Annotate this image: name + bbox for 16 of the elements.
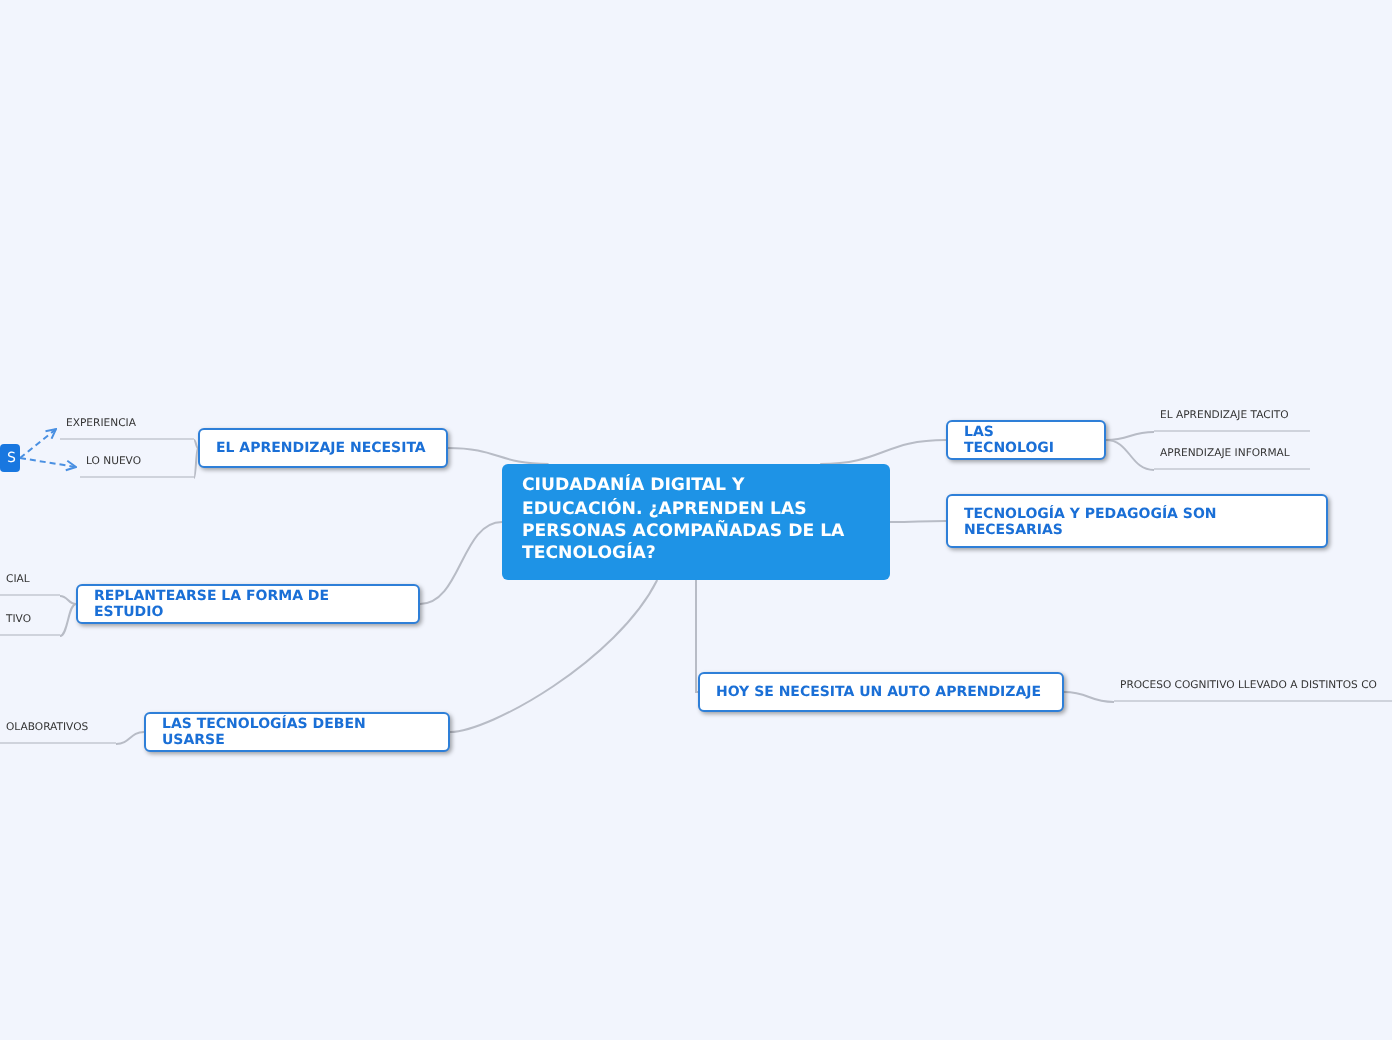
connector-line xyxy=(193,447,199,479)
connector-line xyxy=(889,520,947,523)
connector-line xyxy=(819,439,947,465)
connector-line xyxy=(1105,439,1155,471)
connector-line xyxy=(449,579,659,733)
connector-line xyxy=(59,603,77,637)
central-topic-box: CIUDADANÍA DIGITAL Y EDUCACIÓN. ¿APRENDEN LAS PERSONAS ACOMPAÑADAS DE LA TECNOLOGÍA? xyxy=(502,464,890,580)
connector-line xyxy=(447,447,550,465)
connector-line xyxy=(419,521,503,605)
connector-line xyxy=(695,579,699,693)
dashed-arrow xyxy=(19,457,77,472)
connector-line xyxy=(1063,691,1115,703)
dashed-arrow xyxy=(19,428,57,459)
connector-line xyxy=(59,595,77,605)
connector-line xyxy=(1105,431,1155,441)
connector-line xyxy=(115,731,145,745)
